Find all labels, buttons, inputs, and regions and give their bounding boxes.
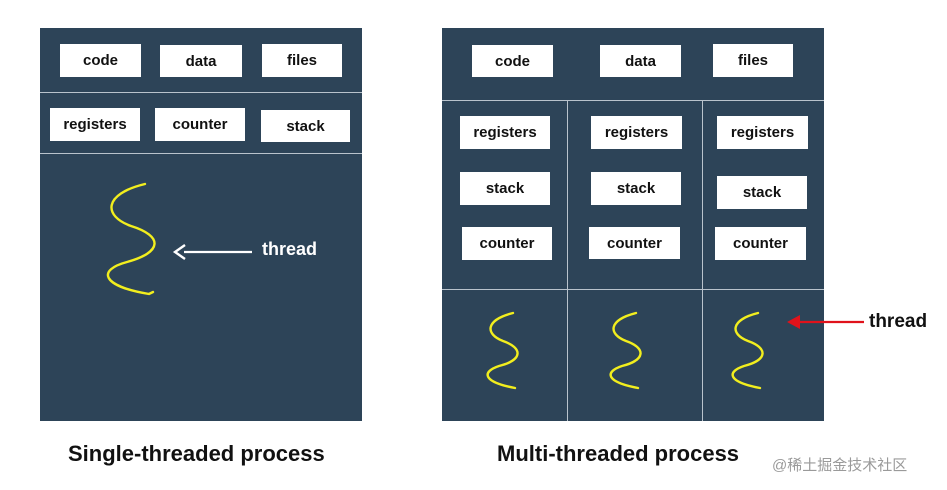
column-divider	[567, 100, 568, 421]
single-threaded-caption: Single-threaded process	[68, 441, 325, 466]
registers-box: registers	[50, 108, 140, 141]
files-box: files	[713, 44, 793, 77]
multi-threaded-process-panel	[442, 28, 824, 421]
divider	[442, 289, 824, 290]
stack-box: stack	[460, 172, 550, 205]
stack-box: stack	[591, 172, 681, 205]
thread-arrow-icon	[787, 315, 864, 329]
stack-box: stack	[717, 176, 807, 209]
thread-wave-icon	[486, 311, 519, 390]
thread-wave-icon	[731, 311, 764, 390]
divider	[40, 92, 362, 93]
thread-wave-icon	[609, 311, 642, 390]
watermark: @稀土掘金技术社区	[772, 457, 908, 474]
data-box: data	[600, 45, 681, 77]
thread-label: thread	[262, 239, 318, 259]
stack-box: stack	[261, 110, 350, 142]
counter-box: counter	[155, 108, 245, 141]
registers-box: registers	[460, 116, 550, 149]
thread-label: thread	[869, 311, 928, 332]
thread-wave-icon	[106, 182, 156, 296]
counter-box: counter	[462, 227, 552, 260]
single-threaded-process-panel	[40, 28, 362, 421]
files-box: files	[262, 44, 342, 77]
registers-box: registers	[591, 116, 682, 149]
divider	[40, 153, 362, 154]
code-box: code	[60, 44, 141, 77]
counter-box: counter	[589, 227, 680, 259]
data-box: data	[160, 45, 242, 77]
thread-arrow-icon	[172, 244, 252, 260]
column-divider	[702, 100, 703, 421]
counter-box: counter	[715, 227, 806, 260]
code-box: code	[472, 45, 553, 77]
divider	[442, 100, 824, 101]
registers-box: registers	[717, 116, 808, 149]
multi-threaded-caption: Multi-threaded process	[497, 441, 740, 466]
